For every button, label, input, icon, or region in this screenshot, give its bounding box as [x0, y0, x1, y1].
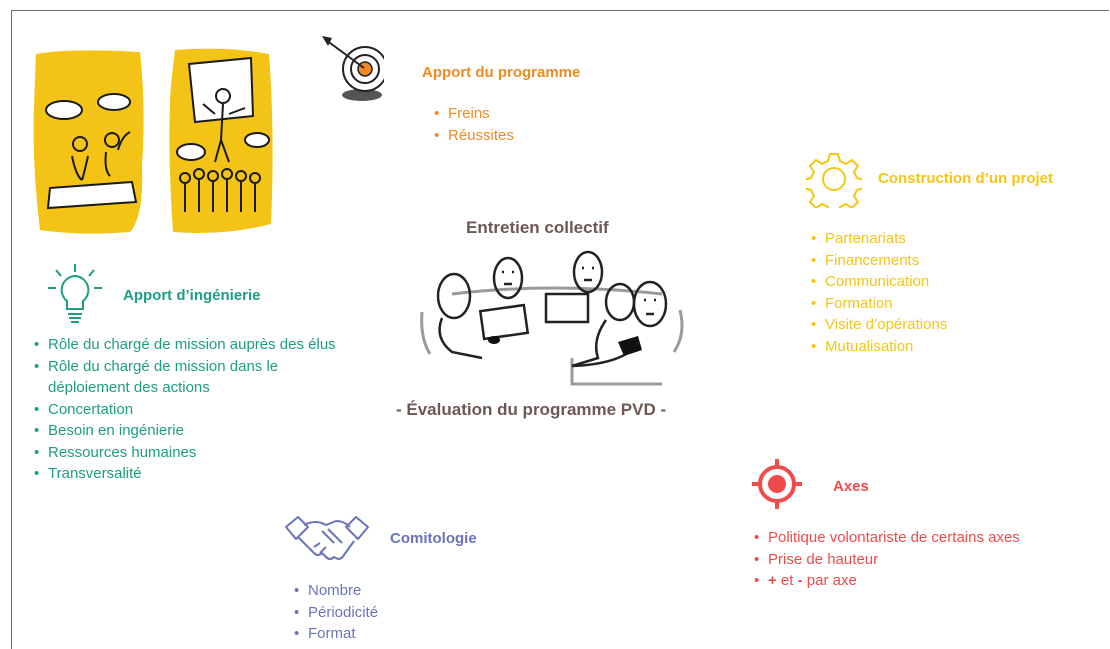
- axes-title: Axes: [833, 478, 869, 495]
- list-item: Mutualisation: [811, 336, 947, 358]
- list-item: + et - par axe: [754, 570, 1020, 592]
- list-item: Politique volontariste de certains axes: [754, 527, 1020, 549]
- list-item: Freins: [434, 103, 514, 125]
- list-item: Rôle du chargé de mission dans le: [34, 356, 336, 378]
- meeting-illustration-icon: [33, 50, 144, 234]
- lightbulb-icon: [48, 264, 102, 323]
- center-title: Entretien collectif: [466, 218, 609, 237]
- target-icon: [322, 36, 384, 101]
- group-meeting-illustration-icon: [420, 250, 684, 386]
- list-item: Périodicité: [294, 602, 378, 624]
- gear-icon: [806, 153, 862, 208]
- crosshair-icon: [752, 459, 802, 509]
- apport-programme-list: Freins Réussites: [434, 103, 514, 146]
- list-item: Partenariats: [811, 228, 947, 250]
- presentation-illustration-icon: [169, 48, 273, 233]
- list-item: Besoin en ingénierie: [34, 420, 336, 442]
- list-item: Ressources humaines: [34, 442, 336, 464]
- list-item: Concertation: [34, 399, 336, 421]
- center-subtitle: - Évaluation du programme PVD -: [396, 400, 667, 419]
- list-item: Réussites: [434, 125, 514, 147]
- slide-frame: [11, 10, 1109, 649]
- list-item: Format: [294, 623, 378, 645]
- construction-projet-title: Construction d’un projet: [878, 170, 1053, 187]
- list-item: Visite d’opérations: [811, 314, 947, 336]
- list-item: Financements: [811, 250, 947, 272]
- list-item-continuation: déploiement des actions: [48, 379, 210, 396]
- minus-sign: -: [797, 572, 803, 589]
- apport-ingenierie-title: Apport d’ingénierie: [123, 287, 261, 304]
- comitologie-list: Nombre Périodicité Format: [294, 580, 378, 645]
- list-item: Nombre: [294, 580, 378, 602]
- apport-programme-title: Apport du programme: [422, 64, 581, 81]
- apport-ingenierie-list: Rôle du chargé de mission auprès des élu…: [34, 334, 336, 485]
- list-item: Formation: [811, 293, 947, 315]
- list-item: Prise de hauteur: [754, 549, 1020, 571]
- plus-sign: +: [768, 572, 777, 589]
- handshake-icon: [285, 516, 369, 560]
- list-item: Rôle du chargé de mission auprès des élu…: [34, 334, 336, 356]
- comitologie-title: Comitologie: [390, 530, 477, 547]
- and-text: et: [776, 572, 798, 589]
- per-axis-text: par axe: [802, 572, 857, 589]
- list-item: Transversalité: [34, 463, 336, 485]
- axes-list: Politique volontariste de certains axes …: [754, 527, 1020, 592]
- list-item: Communication: [811, 271, 947, 293]
- construction-projet-list: Partenariats Financements Communication …: [811, 228, 947, 357]
